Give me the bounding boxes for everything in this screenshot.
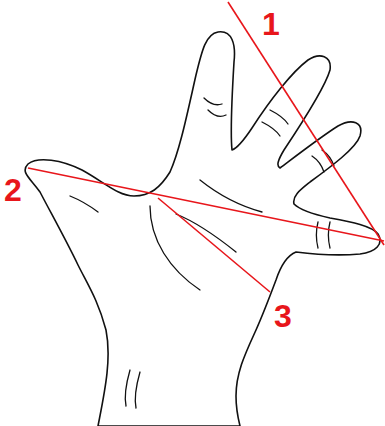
measurement-lines <box>28 2 384 292</box>
wrist-crease <box>135 372 140 408</box>
measurement-line <box>228 2 384 245</box>
thumb-crease <box>70 196 98 212</box>
callout-number: 3 <box>274 300 292 332</box>
callout-number: 1 <box>262 8 280 40</box>
knuckle-crease <box>329 222 331 248</box>
palm-crease <box>150 206 200 290</box>
knuckle-crease <box>204 98 222 105</box>
knuckle-crease <box>262 122 280 136</box>
wrist-crease <box>125 370 130 406</box>
knuckle-crease <box>312 156 324 172</box>
palm-crease <box>200 180 262 212</box>
knuckle-crease <box>208 110 226 116</box>
knuckle-crease <box>317 222 319 248</box>
callout-number: 2 <box>4 174 22 206</box>
measurement-line <box>28 168 384 241</box>
measurement-line <box>158 198 270 292</box>
hand-creases <box>70 98 334 408</box>
knuckle-crease <box>270 110 288 124</box>
